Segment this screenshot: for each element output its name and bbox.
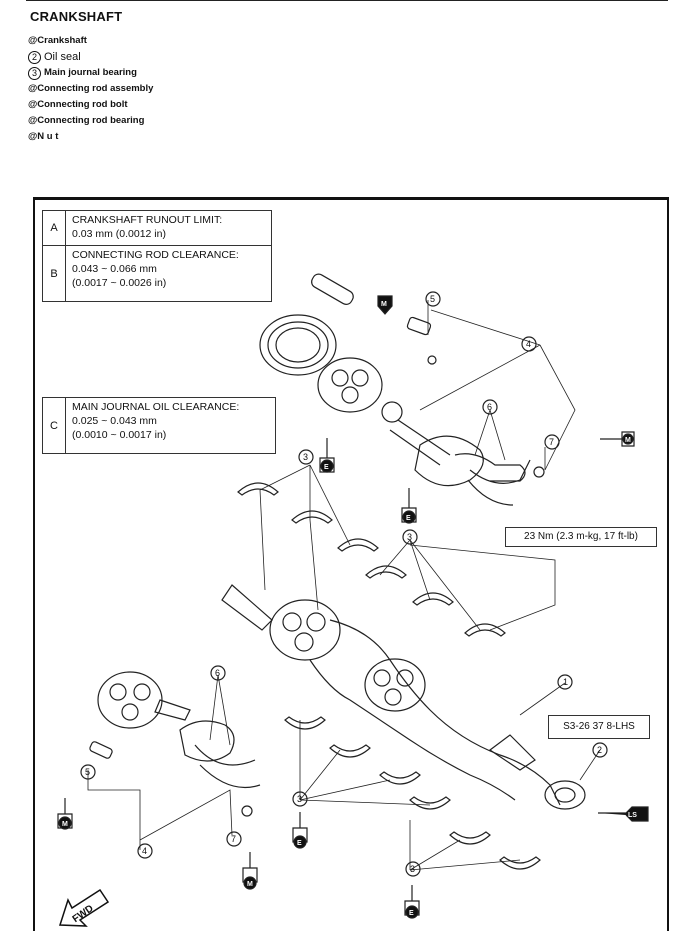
legend-item-rod-bolt: @Connecting rod bolt <box>28 97 153 113</box>
callout-3-c: 3 <box>292 791 308 807</box>
legend-marker: @ <box>28 99 38 110</box>
callout-5-lower: 5 <box>80 764 96 780</box>
svg-text:6: 6 <box>215 668 220 678</box>
callout-3-a: 3 <box>298 449 314 465</box>
engine-oil-icon: E <box>401 488 417 524</box>
legend-item-crankshaft: @Crankshaft <box>28 33 153 49</box>
svg-text:4: 4 <box>142 846 147 856</box>
callout-1: 1 <box>557 674 573 690</box>
torque-spec: 23 Nm (2.3 m-kg, 17 ft-lb) <box>505 527 657 547</box>
svg-text:E: E <box>324 464 329 471</box>
callout-5-upper: 5 <box>425 291 441 307</box>
spec-value: 0.025 ~ 0.043 mm <box>72 415 157 427</box>
spec-value-imperial: (0.0017 ~ 0.0026 in) <box>72 277 167 289</box>
figure-code: S3-26 37 8-LHS <box>548 715 650 739</box>
legend-label: Main journal bearing <box>44 67 137 78</box>
moly-oil-icon: M <box>57 798 73 830</box>
svg-text:M: M <box>381 301 387 308</box>
spec-box-main-journal: C MAIN JOURNAL OIL CLEARANCE: 0.025 ~ 0.… <box>42 397 276 454</box>
svg-text:3: 3 <box>410 864 415 874</box>
spec-key: A <box>43 211 66 245</box>
legend-marker: @ <box>28 35 38 46</box>
svg-text:M: M <box>62 821 68 828</box>
callout-2: 2 <box>592 742 608 758</box>
legend-label: N u t <box>37 131 59 142</box>
engine-oil-icon: E <box>319 438 335 473</box>
spec-value-imperial: (0.0010 ~ 0.0017 in) <box>72 429 167 441</box>
legend-marker: @ <box>28 115 38 126</box>
legend-label: Connecting rod bolt <box>37 99 128 110</box>
svg-text:M: M <box>247 881 253 888</box>
svg-text:5: 5 <box>85 767 90 777</box>
svg-text:7: 7 <box>549 437 554 447</box>
svg-text:M: M <box>625 437 631 444</box>
legend-label: Connecting rod bearing <box>37 115 145 126</box>
svg-text:3: 3 <box>297 794 302 804</box>
callout-6-upper: 6 <box>482 399 498 415</box>
diagram-frame <box>33 197 669 931</box>
piston-assembly-lower <box>89 671 261 817</box>
svg-text:5: 5 <box>430 294 435 304</box>
legend-item-nut: @N u t <box>28 129 153 145</box>
svg-text:3: 3 <box>303 452 308 462</box>
moly-oil-icon: M <box>377 295 393 315</box>
callout-7-lower: 7 <box>226 831 242 847</box>
spec-key: B <box>43 246 66 301</box>
connecting-rod-upper <box>381 316 545 506</box>
svg-text:LS: LS <box>628 812 637 819</box>
legend-item-rod-bearing: @Connecting rod bearing <box>28 113 153 129</box>
lithium-grease-icon: LS <box>598 806 649 822</box>
leader-lines <box>87 300 601 871</box>
engine-oil-icon: E <box>292 812 308 849</box>
moly-oil-icon: M <box>600 431 635 447</box>
legend-label: Oil seal <box>44 51 81 63</box>
callout-4-upper: 4 <box>521 336 537 352</box>
spec-label: CRANKSHAFT RUNOUT LIMIT: <box>72 214 223 226</box>
svg-text:4: 4 <box>526 339 531 349</box>
callout-numbers: 5 4 6 7 3 3 1 6 2 5 3 7 4 3 <box>80 291 608 877</box>
svg-text:E: E <box>297 840 302 847</box>
spec-label: MAIN JOURNAL OIL CLEARANCE: <box>72 401 240 413</box>
legend-number: 3 <box>28 66 41 80</box>
lubricant-symbols: M M E E M E M E LS <box>57 295 649 919</box>
svg-text:2: 2 <box>597 745 602 755</box>
crankshaft-body <box>221 584 586 810</box>
callout-4-lower: 4 <box>137 843 153 859</box>
svg-text:E: E <box>409 910 414 917</box>
spec-label: CONNECTING ROD CLEARANCE: <box>72 249 239 261</box>
svg-text:3: 3 <box>407 532 412 542</box>
spec-value: 0.043 ~ 0.066 mm <box>72 263 157 275</box>
legend-marker: @ <box>28 83 38 94</box>
legend-number: 2 <box>28 50 41 64</box>
svg-text:7: 7 <box>231 834 236 844</box>
callout-3-d: 3 <box>405 861 421 877</box>
spec-box-rod-clearance: B CONNECTING ROD CLEARANCE: 0.043 ~ 0.06… <box>42 245 272 302</box>
engine-oil-icon: E <box>404 885 420 919</box>
spec-value: 0.03 mm (0.0012 in) <box>72 228 166 240</box>
fwd-arrow-icon: FWD <box>58 888 110 927</box>
callout-3-b: 3 <box>402 529 418 545</box>
top-rule <box>26 0 668 1</box>
spec-key: C <box>43 398 66 453</box>
callout-7-upper: 7 <box>544 434 560 450</box>
moly-oil-icon: M <box>242 852 258 890</box>
legend-marker: @ <box>28 131 38 142</box>
main-bearing-shells <box>237 482 541 870</box>
piston-assembly-upper <box>259 273 383 413</box>
page-title: CRANKSHAFT <box>30 9 123 24</box>
svg-text:6: 6 <box>487 402 492 412</box>
svg-text:E: E <box>406 515 411 522</box>
svg-text:1: 1 <box>563 677 568 687</box>
legend-item-rod-assembly: @Connecting rod assembly <box>28 81 153 97</box>
callout-6-lower: 6 <box>210 665 226 681</box>
legend-label: Connecting rod assembly <box>37 83 154 94</box>
spec-box-runout: A CRANKSHAFT RUNOUT LIMIT: 0.03 mm (0.00… <box>42 210 272 246</box>
legend-label: Crankshaft <box>37 35 87 46</box>
